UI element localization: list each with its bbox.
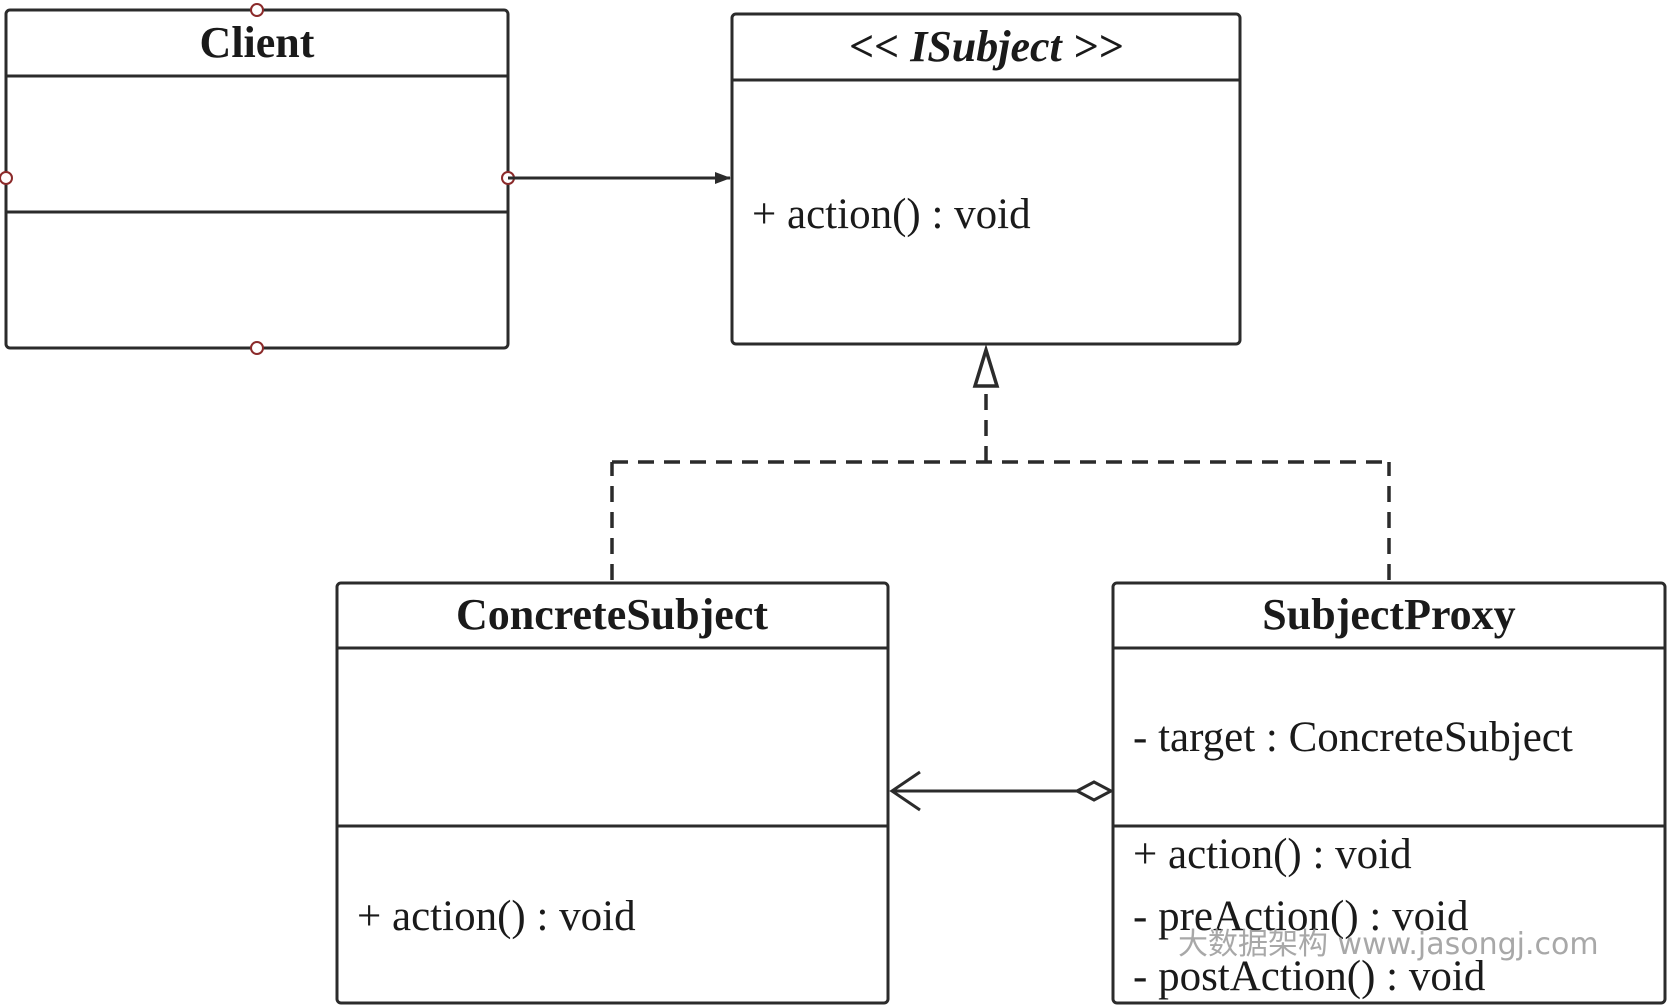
selection-handle-bottom[interactable] (250, 341, 264, 355)
class-client-name: Client (200, 18, 315, 67)
realization-hollow-arrowhead (972, 344, 1000, 388)
aggregation-subject-proxy-to-concrete-subject[interactable] (889, 770, 1115, 812)
selection-handle-top[interactable] (250, 3, 264, 17)
class-concrete-subject-name: ConcreteSubject (456, 590, 768, 639)
class-isubject-operation: + action() : void (752, 191, 1031, 238)
class-isubject[interactable]: << ISubject >> + action() : void (730, 12, 1242, 346)
class-concrete-subject-frame (335, 581, 890, 1005)
class-concrete-subject-operation: + action() : void (357, 893, 636, 940)
class-subject-proxy-attribute: - target : ConcreteSubject (1133, 714, 1573, 761)
class-isubject-name: << ISubject >> (849, 22, 1123, 71)
class-client[interactable]: Client (0, 3, 515, 355)
class-subject-proxy-operation-1: + action() : void (1133, 831, 1412, 878)
class-subject-proxy-frame (1111, 581, 1667, 1005)
selection-handle-left[interactable] (0, 171, 13, 185)
class-subject-proxy-operation-3: - postAction() : void (1133, 953, 1485, 1000)
realization-connector[interactable] (610, 344, 1391, 580)
aggregation-open-arrowhead (889, 770, 921, 812)
class-concrete-subject[interactable]: ConcreteSubject + action() : void (335, 581, 890, 1005)
class-subject-proxy-operation-2: - preAction() : void (1133, 893, 1469, 940)
class-subject-proxy[interactable]: SubjectProxy - target : ConcreteSubject … (1111, 581, 1667, 1005)
class-subject-proxy-name: SubjectProxy (1262, 590, 1515, 639)
aggregation-hollow-diamond (1073, 780, 1115, 802)
class-isubject-frame (730, 12, 1242, 346)
watermark-text: 大数据架构 www.jasongj.com (1178, 927, 1599, 962)
